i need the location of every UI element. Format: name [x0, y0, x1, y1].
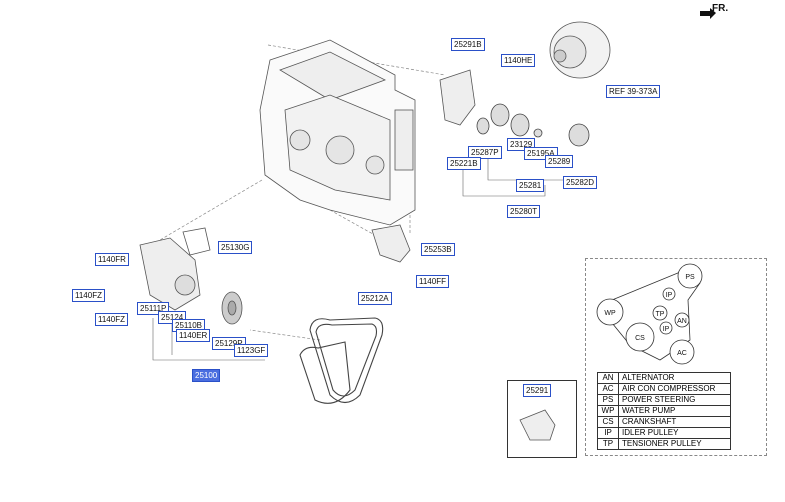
part-1140fz-lower[interactable]: 1140FZ: [95, 313, 128, 326]
upper-bracket: [439, 69, 476, 126]
pulley-label-ps: PS: [685, 274, 695, 281]
drive-belt: [299, 317, 384, 404]
pulley-label-wp: WP: [604, 310, 616, 317]
part-25291[interactable]: 25291: [523, 384, 552, 397]
alternator: [549, 21, 611, 79]
pulley-label-ip-upper: IP: [666, 292, 673, 299]
belt-legend-frame: [585, 258, 767, 456]
part-25287p[interactable]: 25287P: [468, 146, 502, 159]
front-direction-label: FR.: [712, 3, 729, 14]
part-25253b[interactable]: 25253B: [421, 243, 455, 256]
bracket-detail-box: [507, 380, 577, 458]
gasket: [182, 227, 211, 256]
bracket-detail-icon: [519, 409, 556, 441]
part-1140er[interactable]: 1140ER: [176, 329, 211, 342]
part-1140fr[interactable]: 1140FR: [95, 253, 129, 266]
pulley-label-ac: AC: [677, 350, 687, 357]
part-25280t[interactable]: 25280T: [507, 205, 541, 218]
part-25130g[interactable]: 25130G: [218, 241, 253, 254]
pulley-label-ip-lower: IP: [663, 326, 670, 333]
part-1140ff[interactable]: 1140FF: [416, 275, 449, 288]
part-25212a[interactable]: 25212A: [358, 292, 392, 305]
part-1140fz-upper[interactable]: 1140FZ: [72, 289, 105, 302]
engine-block: [259, 39, 416, 226]
part-25281[interactable]: 25281: [516, 179, 545, 192]
pulley-label-cs: CS: [635, 335, 645, 342]
pulley-label-tp: TP: [656, 311, 665, 318]
lower-bracket: [371, 224, 411, 263]
part-25221b[interactable]: 25221B: [447, 157, 481, 170]
pulley-label-an: AN: [677, 318, 687, 325]
water-pump: [139, 237, 243, 325]
part-25282d[interactable]: 25282D: [563, 176, 598, 189]
part-25100[interactable]: 25100: [192, 369, 221, 382]
part-ref-39-373a[interactable]: REF 39-373A: [606, 85, 661, 98]
part-1123gf[interactable]: 1123GF: [234, 344, 269, 357]
belt-routing-diagram: [596, 263, 703, 365]
front-arrow-icon: [700, 8, 716, 19]
part-25291b[interactable]: 25291B: [451, 38, 485, 51]
part-1140he[interactable]: 1140HE: [501, 54, 536, 67]
part-25289[interactable]: 25289: [545, 155, 574, 168]
